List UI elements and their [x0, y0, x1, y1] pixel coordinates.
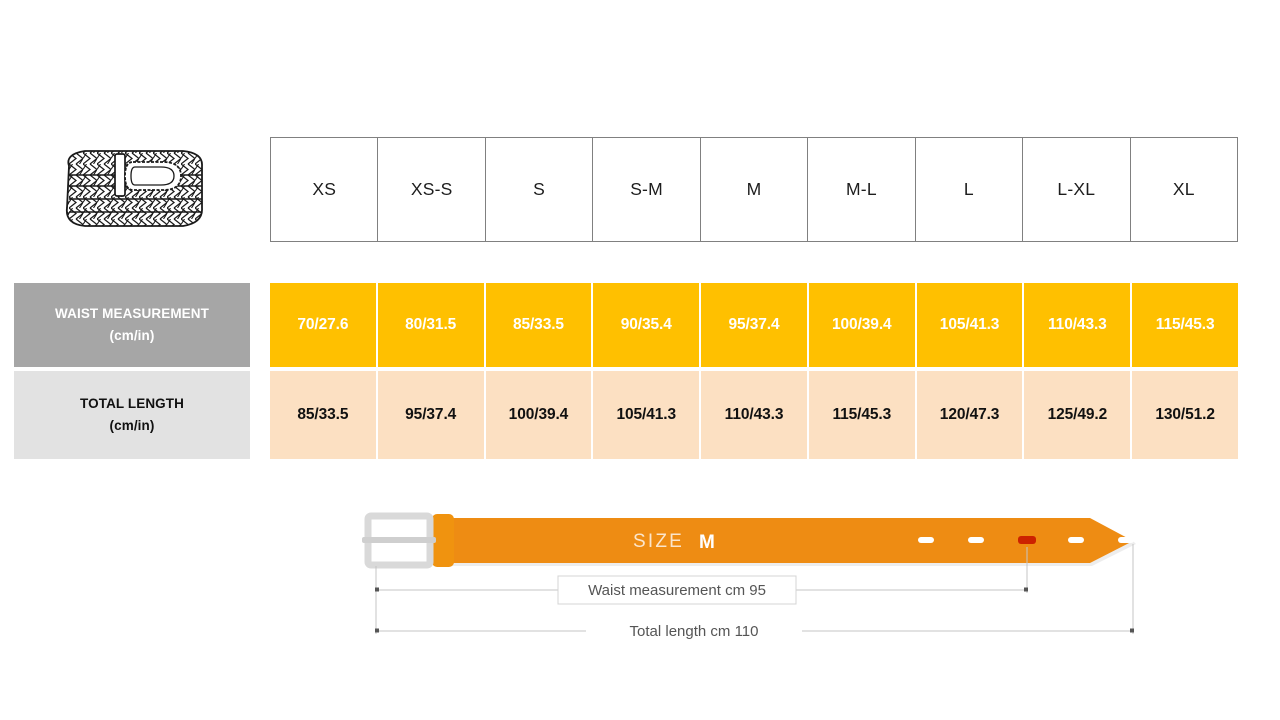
- waist-label-title: WAIST MEASUREMENT: [55, 305, 209, 321]
- belt-size-caption-value: M: [699, 532, 715, 553]
- belt-hole-1: [968, 537, 984, 543]
- total-dimension-label: Total length cm 110: [630, 623, 759, 640]
- belt-hole-3: [1068, 537, 1084, 543]
- belt-strap-shadow: [446, 541, 1136, 566]
- waist-cell-7: 110/43.3: [1024, 283, 1133, 367]
- waist-value-cells: 70/27.6 80/31.5 85/33.5 90/35.4 95/37.4 …: [270, 283, 1239, 367]
- waist-measurement-label: WAIST MEASUREMENT (cm/in): [14, 283, 250, 367]
- waist-dimension-label: Waist measurement cm 95: [588, 582, 766, 599]
- waist-cell-1: 80/31.5: [377, 283, 486, 367]
- size-header-cell-0: XS: [269, 137, 379, 242]
- total-cell-8: 130/51.2: [1132, 371, 1239, 459]
- belt-keeper-loop: [432, 514, 454, 567]
- waist-cell-4: 95/37.4: [701, 283, 809, 367]
- size-header-cell-5: M-L: [807, 137, 916, 242]
- belt-strap: [446, 518, 1133, 563]
- total-label-title: TOTAL LENGTH: [80, 395, 184, 411]
- waist-cell-0: 70/27.6: [270, 283, 378, 367]
- belt-hole-0: [918, 537, 934, 543]
- total-cell-0: 85/33.5: [270, 371, 378, 459]
- braided-belt-icon: [65, 150, 203, 227]
- measurement-rows: WAIST MEASUREMENT (cm/in) 70/27.6 80/31.…: [0, 283, 1239, 459]
- belt-size-caption-label: SIZE: [633, 531, 684, 552]
- waist-dimension-end-marker: [1024, 587, 1028, 592]
- total-label-unit: (cm/in): [109, 418, 155, 433]
- waist-cell-6: 105/41.3: [916, 283, 1025, 367]
- total-dimension-start-marker: [375, 628, 379, 633]
- total-length-value-cells: 85/33.5 95/37.4 100/39.4 105/41.3 110/43…: [270, 371, 1239, 459]
- belt-buckle-prong: [362, 537, 436, 543]
- size-header-cell-1: XS-S: [377, 137, 486, 242]
- total-cell-1: 95/37.4: [377, 371, 486, 459]
- size-header-cell-7: L-XL: [1022, 137, 1131, 242]
- waist-cell-3: 90/35.4: [593, 283, 702, 367]
- size-header-cell-4: M: [699, 137, 809, 242]
- waist-dimension-start-marker: [375, 587, 379, 592]
- total-cell-7: 125/49.2: [1024, 371, 1133, 459]
- total-length-label: TOTAL LENGTH (cm/in): [14, 371, 250, 459]
- total-dimension-end-marker: [1130, 628, 1134, 633]
- total-cell-4: 110/43.3: [701, 371, 809, 459]
- total-length-row: TOTAL LENGTH (cm/in) 85/33.5 95/37.4 100…: [0, 371, 1239, 459]
- size-header-row: XS XS-S S S-M M M-L L L-XL XL: [269, 137, 1238, 242]
- product-belt-icon: [55, 142, 215, 242]
- waist-dimension-label-box: [557, 575, 797, 605]
- total-cell-6: 120/47.3: [916, 371, 1025, 459]
- belt-hole-4: [1118, 537, 1134, 543]
- belt-hole-active: [1018, 536, 1036, 544]
- size-header-cell-8: XL: [1129, 137, 1238, 242]
- waist-cell-2: 85/33.5: [485, 283, 594, 367]
- total-cell-2: 100/39.4: [485, 371, 594, 459]
- total-cell-3: 105/41.3: [593, 371, 702, 459]
- waist-label-unit: (cm/in): [109, 328, 155, 343]
- belt-measurement-diagram: SIZE M Waist measurement cm 95 Total len…: [350, 500, 1170, 660]
- total-cell-5: 115/45.3: [808, 371, 917, 459]
- size-header-cell-2: S: [484, 137, 594, 242]
- waist-cell-5: 100/39.4: [808, 283, 917, 367]
- total-dimension-label-gap: [586, 618, 802, 644]
- size-header-table: XS XS-S S S-M M M-L L L-XL XL: [269, 137, 1238, 242]
- size-header-cell-3: S-M: [592, 137, 701, 242]
- waist-cell-8: 115/45.3: [1132, 283, 1239, 367]
- belt-diagram-svg: SIZE M Waist measurement cm 95 Total len…: [362, 512, 1136, 644]
- waist-measurement-row: WAIST MEASUREMENT (cm/in) 70/27.6 80/31.…: [0, 283, 1239, 367]
- size-header-cell-6: L: [914, 137, 1024, 242]
